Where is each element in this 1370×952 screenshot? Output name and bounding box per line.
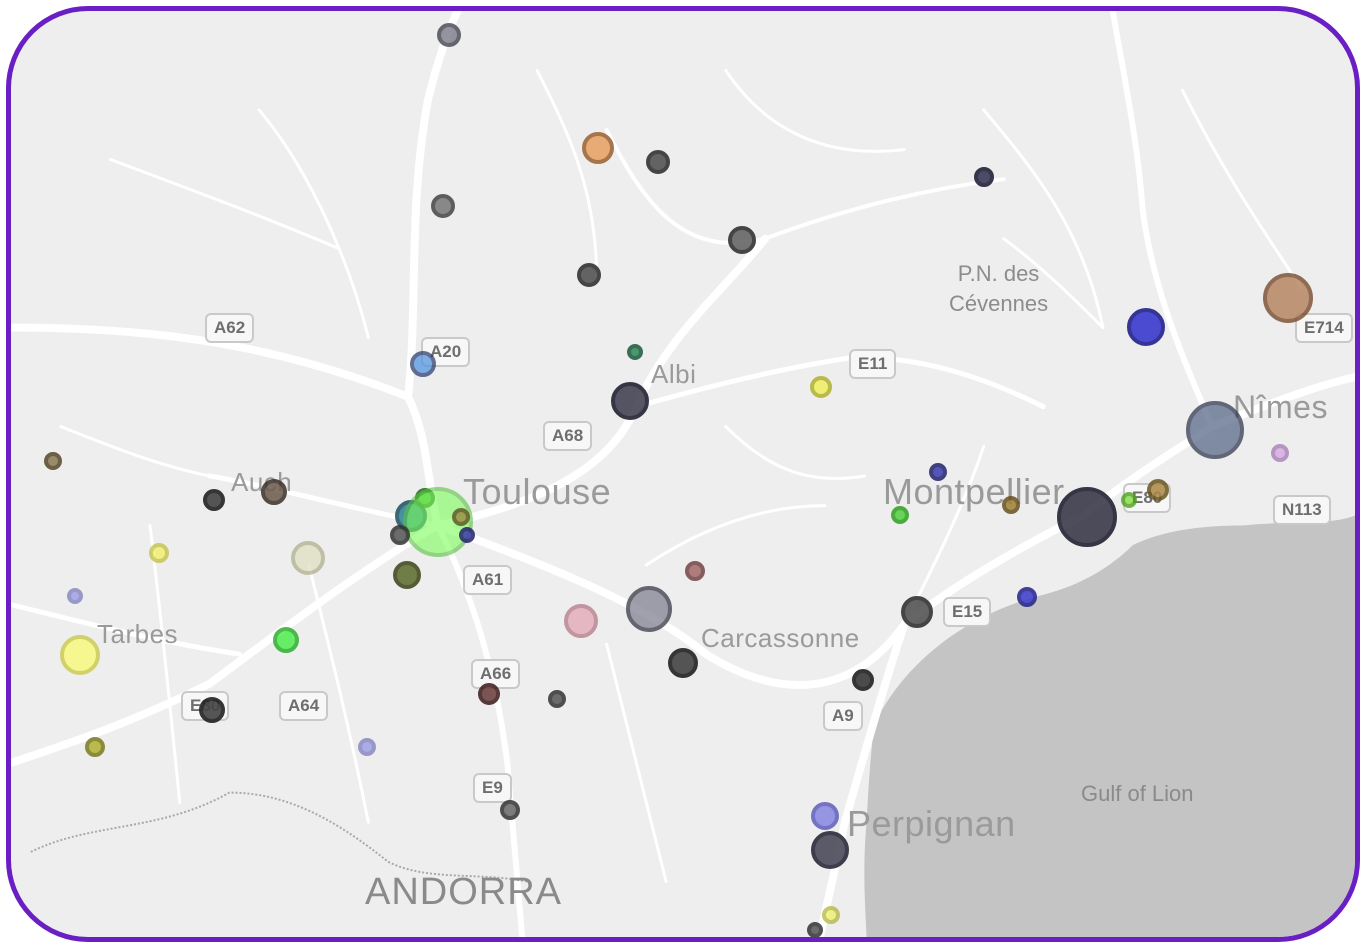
city-label-nimes[interactable]: Nîmes bbox=[1233, 389, 1328, 425]
sea-area bbox=[864, 515, 1355, 937]
map-marker[interactable] bbox=[974, 167, 994, 187]
map-marker[interactable] bbox=[203, 489, 225, 511]
map-marker[interactable] bbox=[1271, 444, 1289, 462]
road-shield-a68: A68 bbox=[543, 421, 593, 451]
map-marker[interactable] bbox=[626, 586, 672, 632]
border-line bbox=[30, 791, 528, 883]
city-label-tarbes[interactable]: Tarbes bbox=[97, 619, 179, 649]
map-marker[interactable] bbox=[564, 604, 598, 638]
region-label-line: Cévennes bbox=[949, 291, 1049, 316]
map-marker[interactable] bbox=[852, 669, 874, 691]
region-label-cevennes: P.N. des Cévennes bbox=[949, 259, 1048, 319]
road-shield-a62: A62 bbox=[205, 313, 255, 343]
map-marker[interactable] bbox=[452, 508, 470, 526]
map-marker[interactable] bbox=[1017, 587, 1037, 607]
city-label-montpellier[interactable]: Montpellier bbox=[883, 471, 1065, 512]
map-marker[interactable] bbox=[901, 596, 933, 628]
map-marker[interactable] bbox=[1057, 487, 1117, 547]
road-shield-e9: E9 bbox=[473, 773, 512, 803]
map-marker[interactable] bbox=[810, 376, 832, 398]
map-frame[interactable]: P.N. des Cévennes Gulf of Lion ANDORRA T… bbox=[6, 6, 1360, 942]
map-marker[interactable] bbox=[611, 382, 649, 420]
map-marker[interactable] bbox=[459, 527, 475, 543]
map-marker[interactable] bbox=[273, 627, 299, 653]
map-marker[interactable] bbox=[291, 541, 325, 575]
map-marker[interactable] bbox=[44, 452, 62, 470]
region-label-line: P.N. des bbox=[957, 261, 1040, 286]
city-label-albi[interactable]: Albi bbox=[651, 359, 697, 389]
road-shield-a64: A64 bbox=[279, 691, 329, 721]
road-shield-e714: E714 bbox=[1295, 313, 1353, 343]
road-shield-e11: E11 bbox=[849, 349, 897, 379]
map-marker[interactable] bbox=[685, 561, 705, 581]
road-shield-e15: E15 bbox=[943, 597, 992, 627]
map-marker[interactable] bbox=[393, 561, 421, 589]
map-marker[interactable] bbox=[199, 697, 225, 723]
map-marker[interactable] bbox=[548, 690, 566, 708]
map-marker[interactable] bbox=[929, 463, 947, 481]
map-marker[interactable] bbox=[822, 906, 840, 924]
city-label-toulouse[interactable]: Toulouse bbox=[463, 471, 612, 512]
map-marker[interactable] bbox=[807, 922, 823, 937]
map-marker[interactable] bbox=[149, 543, 169, 563]
map-marker[interactable] bbox=[410, 351, 436, 377]
map-marker[interactable] bbox=[1186, 401, 1244, 459]
map-marker[interactable] bbox=[811, 831, 849, 869]
map-marker[interactable] bbox=[577, 263, 601, 287]
map-marker[interactable] bbox=[582, 132, 614, 164]
map-marker[interactable] bbox=[1002, 496, 1020, 514]
map-marker[interactable] bbox=[811, 802, 839, 830]
road-shield-a61: A61 bbox=[463, 565, 513, 595]
map-marker[interactable] bbox=[1263, 273, 1313, 323]
city-label-carcassonne[interactable]: Carcassonne bbox=[701, 623, 860, 653]
map-marker[interactable] bbox=[358, 738, 376, 756]
map-marker[interactable] bbox=[728, 226, 756, 254]
road-shield-a20: A20 bbox=[421, 337, 471, 367]
map-marker[interactable] bbox=[60, 635, 100, 675]
map-marker[interactable] bbox=[261, 479, 287, 505]
map-marker[interactable] bbox=[1121, 492, 1137, 508]
map-marker[interactable] bbox=[646, 150, 670, 174]
map-marker[interactable] bbox=[390, 525, 410, 545]
map-marker[interactable] bbox=[891, 506, 909, 524]
road-shield-n113: N113 bbox=[1273, 495, 1331, 525]
road-shield-a66: A66 bbox=[471, 659, 521, 689]
map-marker[interactable] bbox=[500, 800, 520, 820]
map-marker[interactable] bbox=[437, 23, 461, 47]
gulf-label: Gulf of Lion bbox=[1081, 781, 1194, 806]
map-marker[interactable] bbox=[478, 683, 500, 705]
road-shield-a9: A9 bbox=[823, 701, 863, 731]
map-marker[interactable] bbox=[1147, 479, 1169, 501]
city-label-perpignan[interactable]: Perpignan bbox=[847, 803, 1016, 844]
map-marker[interactable] bbox=[85, 737, 105, 757]
map-marker[interactable] bbox=[67, 588, 83, 604]
map-marker[interactable] bbox=[1127, 308, 1165, 346]
map-marker[interactable] bbox=[627, 344, 643, 360]
country-label-andorra: ANDORRA bbox=[365, 871, 563, 913]
map-marker[interactable] bbox=[431, 194, 455, 218]
map-marker[interactable] bbox=[668, 648, 698, 678]
